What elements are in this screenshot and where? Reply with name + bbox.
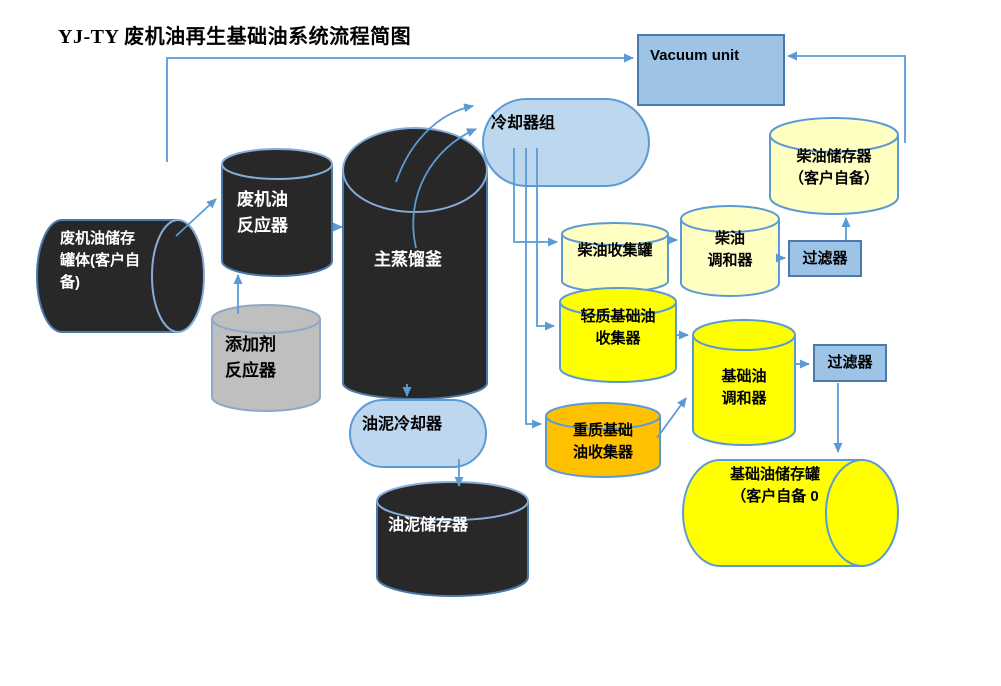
sludge-cooler-shape	[349, 399, 487, 468]
sludge-storage-shape	[376, 481, 529, 597]
filter-2-box	[813, 344, 887, 382]
arrow-still-to-cooler-upper	[395, 103, 474, 183]
cooler-group-shape	[482, 98, 650, 187]
diesel-collection-tank-shape	[561, 222, 669, 293]
filter-1-box	[788, 240, 862, 277]
main-still-shape	[342, 127, 488, 400]
arrow-cooler-to-diesel-collection	[513, 148, 558, 247]
base-oil-storage-tank-shape	[682, 459, 899, 567]
base-oil-blender-shape	[692, 319, 796, 446]
additive-reactor-shape	[211, 304, 321, 412]
arrow-cooler-to-light-base	[536, 148, 555, 331]
vacuum-unit-box	[637, 34, 785, 106]
page-title: YJ-TY 废机油再生基础油系统流程简图	[58, 26, 412, 48]
diesel-blender-shape	[680, 205, 780, 297]
arrow-diesel-storage-to-vacuum	[787, 51, 906, 143]
connector-arrows	[166, 51, 906, 487]
arrow-heavy-base-to-blender	[656, 397, 687, 439]
arrow-cooler-to-heavy-base	[525, 148, 542, 429]
arrow-still-to-cooler-lower	[412, 128, 477, 249]
arrow-storage-to-reactor	[175, 198, 217, 237]
light-base-oil-collector-shape	[559, 287, 677, 383]
heavy-base-oil-collector-shape	[545, 402, 661, 478]
waste-oil-storage-tank-shape	[36, 219, 205, 333]
waste-oil-reactor-shape	[221, 148, 333, 277]
diesel-storage-tank-shape	[769, 117, 899, 215]
arrow-left-line-to-vacuum	[166, 53, 634, 162]
